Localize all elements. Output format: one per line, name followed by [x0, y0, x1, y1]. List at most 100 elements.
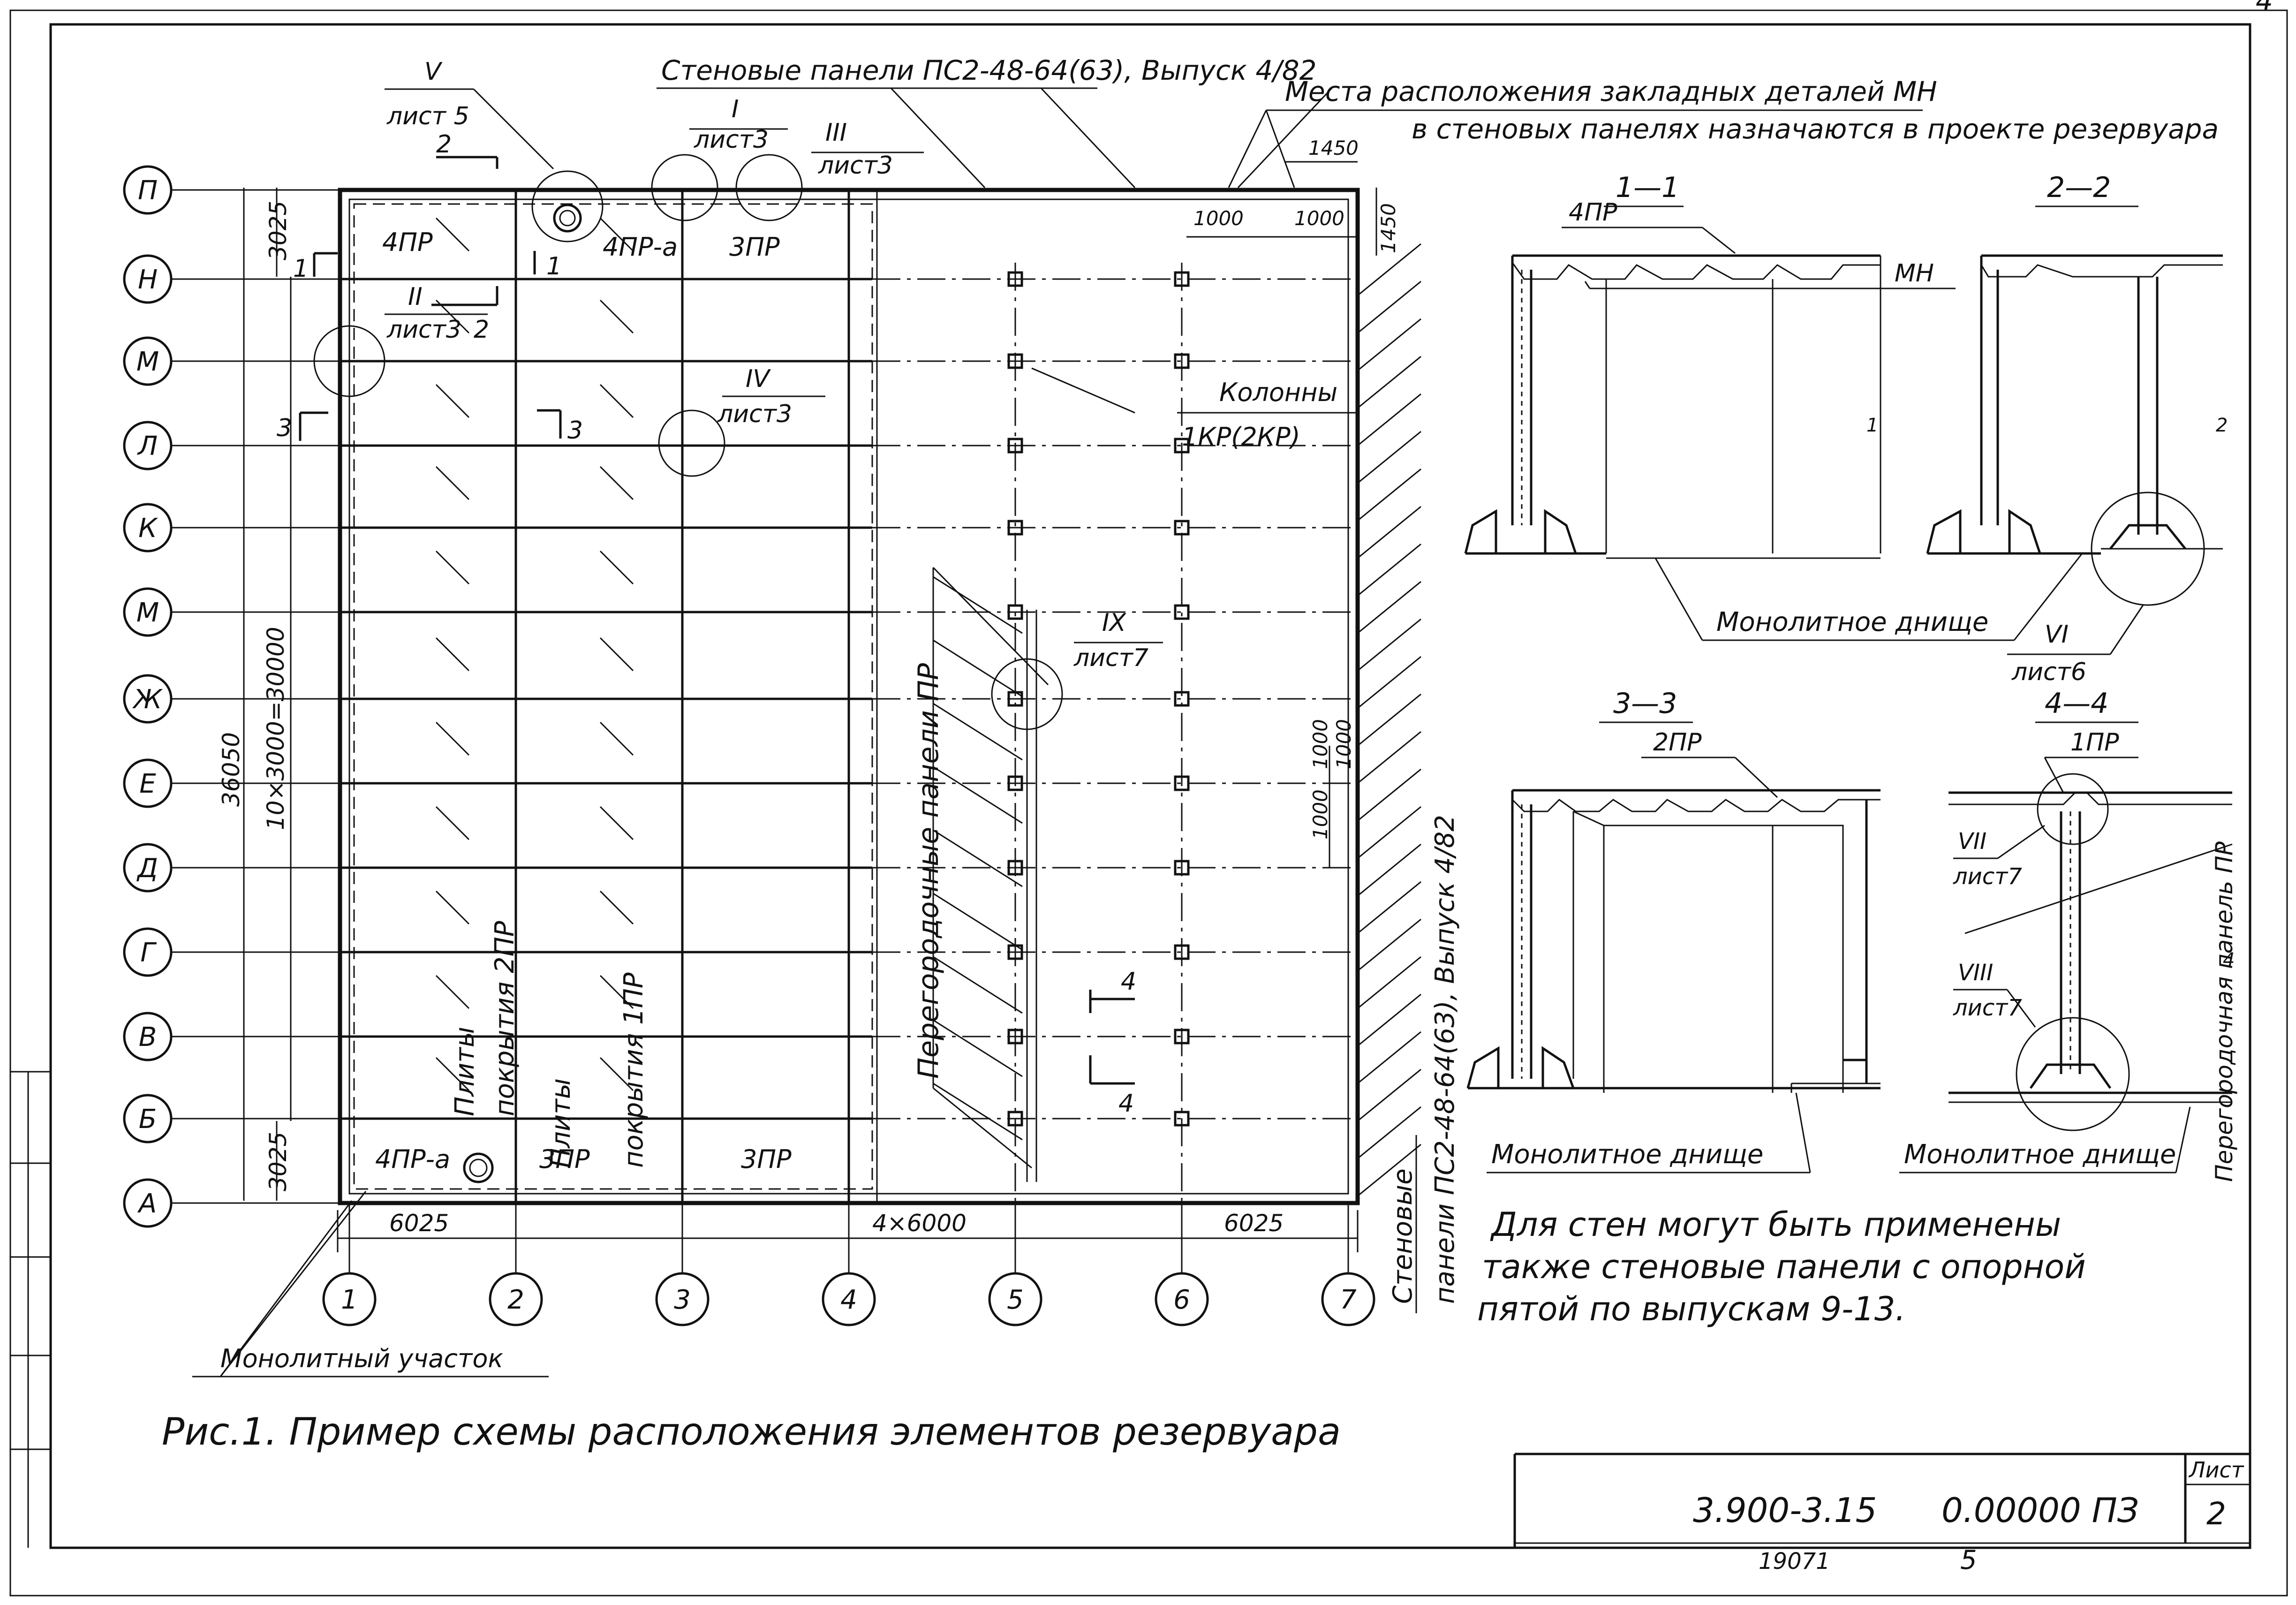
callout-v: V лист 5 [385, 58, 604, 242]
svg-text:лист 5: лист 5 [386, 102, 469, 130]
column-marker [1174, 1029, 1190, 1045]
row-axis-label: М [136, 598, 159, 628]
column-marker [1174, 438, 1190, 454]
section-marks: 1 1 2 2 3 3 4 4 [277, 130, 1136, 1118]
row-axis-label: К [138, 513, 158, 544]
panel-3pr-bottom-right: 3ПР [741, 1144, 792, 1174]
row-axis-label: Г [140, 938, 157, 968]
callout-i: I лист3 [651, 95, 788, 221]
panel-4pr-a-bottom: 4ПР-а [375, 1144, 450, 1174]
plan-grid [340, 190, 1358, 1203]
dim-edge-1000-b: 1000 [1294, 207, 1344, 230]
monolithic-zone-label: Монолитный участок [220, 1344, 503, 1373]
monolithic-bottom-33: Монолитное днище [1491, 1139, 1763, 1170]
column-axis-bubble: 7 [1321, 1203, 1375, 1326]
wall-panels-note: Стеновые панели ПС2-48-64(63), Выпуск 4/… [661, 54, 1317, 86]
title-code: 3.900-3.15 [1693, 1491, 1877, 1530]
section-3-3-title: 3—3 [1613, 687, 1677, 720]
svg-text:2: 2 [436, 130, 452, 159]
column-axis-label: 5 [1007, 1285, 1024, 1315]
svg-text:3: 3 [567, 416, 583, 445]
column-marker [1174, 1111, 1190, 1127]
slab-2pr-1: Плиты [450, 1027, 480, 1116]
dim-edge-1450-v: 1450 [1377, 203, 1400, 253]
svg-text:4: 4 [2223, 949, 2235, 971]
svg-text:2: 2 [2216, 415, 2228, 436]
svg-text:2: 2 [474, 316, 489, 344]
column-markers [1007, 271, 1190, 1127]
slab-1pr-1: Плиты [546, 1078, 576, 1168]
column-axis-bubble: 2 [489, 1203, 543, 1326]
section-3-3-label: 2ПР [1653, 728, 1702, 757]
title-block: Лист 3.900-3.15 0.00000 ПЗ 2 19071 5 [1513, 1453, 2250, 1575]
section-2-2-title: 2—2 [2047, 171, 2111, 204]
column-marker [1174, 775, 1190, 791]
callout-vii-num: VII [1958, 828, 1986, 855]
columns-label-1: Колонны [1219, 378, 1337, 407]
note-line-3: пятой по выпускам 9-13. [1477, 1290, 1906, 1328]
dim-col-pitch-b: 1000 [1332, 719, 1355, 769]
row-axis-bubble: М [123, 587, 340, 637]
svg-text:лист3: лист3 [717, 400, 792, 428]
partition-panels-label: Перегородочные панели ПР [912, 663, 945, 1079]
section-3-3: 3—3 2ПР Монолитное днище [1466, 687, 1881, 1173]
column-marker [1007, 691, 1023, 707]
column-marker [1174, 860, 1190, 876]
column-axis-label: 7 [1340, 1285, 1357, 1315]
callout-vi-sheet: лист6 [2011, 658, 2086, 686]
svg-text:1: 1 [546, 252, 562, 280]
dim-col-pitch-a: 1000 [1309, 719, 1332, 769]
dim-col-left: 6025 [389, 1210, 449, 1237]
dim-top-rows: 3025 [264, 201, 292, 260]
panel-3pr-bottom-left: 3ПР [539, 1144, 590, 1174]
column-marker [1174, 520, 1190, 536]
dim-span: 10×3000=30000 [262, 627, 289, 830]
column-marker [1174, 271, 1190, 287]
figure-caption: Рис.1. Пример схемы расположения элемент… [162, 1410, 1341, 1454]
hatch-circle-bottom [463, 1152, 494, 1183]
column-axis-label: 1 [341, 1285, 358, 1315]
column-axis-label: 2 [507, 1285, 524, 1315]
svg-text:III: III [825, 119, 847, 147]
plan-dimensions-bottom: 6025 4×6000 6025 [337, 1210, 1359, 1252]
wall-panels-right-1: Стеновые [1388, 1168, 1418, 1304]
column-marker [1007, 944, 1023, 960]
callout-vi-num: VI [2045, 621, 2069, 649]
callout-viii-num: VIII [1958, 960, 1993, 986]
column-marker [1007, 1111, 1023, 1127]
wall-panels-right-2: панели ПС2-48-64(63), Выпуск 4/82 [1430, 815, 1460, 1304]
svg-text:4: 4 [1118, 1090, 1134, 1118]
row-axis-label: П [138, 175, 158, 206]
row-axis-label: В [139, 1022, 157, 1052]
slab-1pr-2: покрытия 1ПР [619, 972, 649, 1168]
note-line-2: также стеновые панели с опорной [1482, 1248, 2086, 1286]
svg-text:лист3: лист3 [386, 316, 461, 344]
title-inv: 19071 [1759, 1548, 1830, 1575]
outer-frame [9, 9, 2288, 1597]
row-axis-label: Ж [132, 684, 163, 715]
column-marker [1174, 944, 1190, 960]
row-axis-label: Н [138, 265, 158, 295]
row-axis-label: Д [136, 853, 158, 884]
column-marker [1007, 1029, 1023, 1045]
column-marker [1007, 438, 1023, 454]
row-axis-bubble: Д [123, 843, 340, 893]
panel-3pr-top: 3ПР [729, 232, 780, 262]
svg-text:лист7: лист7 [1073, 644, 1148, 672]
slab-2pr-2: покрытия 2ПР [490, 921, 520, 1116]
svg-text:лист3: лист3 [818, 151, 893, 180]
column-marker [1174, 353, 1190, 369]
column-marker [1007, 520, 1023, 536]
column-axis-label: 6 [1173, 1285, 1190, 1315]
dim-total: 36050 [218, 732, 245, 807]
column-marker [1007, 775, 1023, 791]
binding-strip [10, 1071, 51, 1548]
dim-edge-1000-a: 1000 [1193, 207, 1244, 230]
callout-viii-sheet: лист7 [1953, 995, 2022, 1021]
svg-text:4: 4 [1121, 968, 1136, 996]
callout-iii: III лист3 [735, 119, 924, 221]
row-axis-bubble: Г [123, 927, 340, 977]
